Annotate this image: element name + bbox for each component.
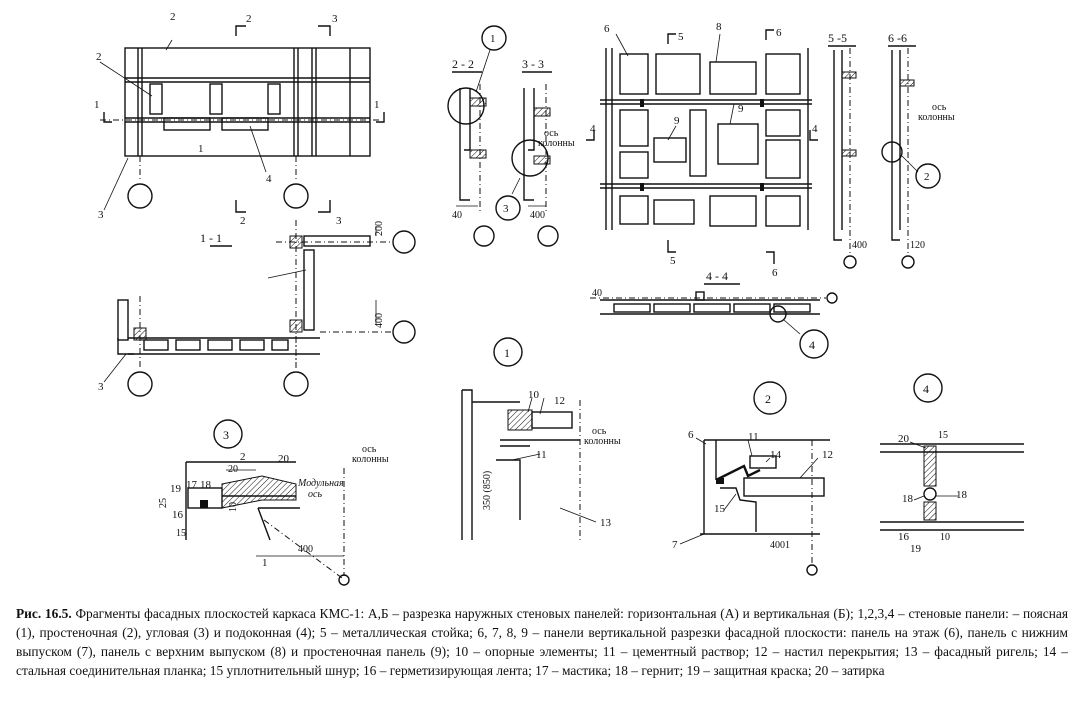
dim-40-4-4: 40	[592, 288, 602, 299]
sections-5-5-6-6: 5 -5 6 -6 2 ось колонны 400 120	[828, 31, 955, 269]
node-4-title: 4	[923, 382, 929, 396]
label-section-1-right: 1	[374, 99, 380, 111]
label-10: 10	[528, 389, 540, 401]
title-section-5-5: 5 -5	[828, 31, 847, 45]
title-section-6-6: 6 -6	[888, 31, 907, 45]
label-section-5: 5	[678, 31, 684, 43]
label-pier-panel: 2	[96, 51, 102, 63]
axis-label-n1-b: колонны	[584, 436, 621, 447]
callout-3: 3	[503, 203, 509, 215]
title-section-1-1: 1 - 1	[200, 231, 222, 245]
callout-2: 2	[924, 171, 930, 183]
caption-label: Рис. 16.5.	[16, 606, 72, 621]
axis-label-6-b: колонны	[918, 112, 955, 123]
label-section-5-bottom: 5	[670, 255, 676, 267]
axis-label-n3-a: ось	[362, 444, 377, 455]
facade-horizontal-layout: 2 2 3 2 1 1 1 4 3 2 3	[94, 11, 385, 227]
dim-40-2-2: 40	[452, 210, 462, 221]
label-19-node3: 19	[170, 483, 182, 495]
label-section-1: 1	[94, 99, 100, 111]
label-18-node4-left: 18	[902, 493, 914, 505]
node-1-title: 1	[504, 346, 510, 360]
label-8: 8	[716, 21, 722, 33]
node-1-detail: 1 10 12 11 13 ось колонны 350 (850)	[461, 337, 621, 540]
label-section-3-bottom: 3	[336, 215, 342, 227]
modular-axis-label-a: Модульная	[297, 478, 344, 489]
label-sill-panel: 4	[266, 173, 272, 185]
label-section-6: 6	[776, 27, 782, 39]
dim-350: 350 (850)	[482, 471, 493, 510]
dim-120-6-6: 120	[910, 240, 925, 251]
label-20-node3-dim: 20	[228, 464, 238, 475]
dim-15: 15	[176, 528, 186, 539]
dim-10-node3: 10	[228, 502, 239, 512]
label-15: 15	[714, 503, 726, 515]
label-section-3: 3	[332, 13, 338, 25]
figure-caption: Рис. 16.5. Фрагменты фасадных плоскостей…	[16, 604, 1068, 680]
dim-400-3-3: 400	[530, 210, 545, 221]
section-4-4: 4 - 4 4 40	[590, 269, 838, 359]
title-section-2-2: 2 - 2	[452, 57, 474, 71]
label-section-6-bottom: 6	[772, 267, 778, 279]
label-6-node2: 6	[688, 429, 694, 441]
label-18-node4-right: 18	[956, 489, 968, 501]
dim-400-plan: 400	[374, 313, 385, 328]
label-20-node3: 20	[278, 453, 290, 465]
axis-label-b: колонны	[538, 138, 575, 149]
dim-10-node4: 10	[940, 532, 950, 543]
label-section-4-left: 4	[590, 123, 596, 135]
label-16-node3: 16	[172, 509, 184, 521]
label-9a: 9	[674, 115, 680, 127]
axis-label-n1-a: ось	[592, 426, 607, 437]
axis-label-n3-b: колонны	[352, 454, 389, 465]
label-7: 7	[672, 539, 678, 551]
dim-4001: 4001	[770, 540, 790, 551]
label-18-node3: 18	[200, 479, 212, 491]
title-section-4-4: 4 - 4	[706, 269, 728, 283]
label-belt-panel: 1	[198, 143, 204, 155]
node-4-detail: 4 20 18 18 16 19 10 15	[880, 373, 1024, 555]
callout-4: 4	[809, 338, 815, 352]
label-section-2-bottom: 2	[240, 215, 246, 227]
label-12-node2: 12	[822, 449, 833, 461]
label-6: 6	[604, 23, 610, 35]
label-9b: 9	[738, 103, 744, 115]
label-1-node3: 1	[262, 557, 268, 569]
sections-2-2-3-3: 2 - 2 3 - 3 1 3 40 400 ось колонны	[447, 25, 575, 247]
label-corner-panel: 3	[98, 209, 104, 221]
label-19-node4: 19	[910, 543, 922, 555]
label-13: 13	[600, 517, 612, 529]
dim-400-5-5: 400	[852, 240, 867, 251]
title-section-3-3: 3 - 3	[522, 57, 544, 71]
label-corner-panel-plan: 3	[98, 381, 104, 393]
facade-vertical-layout: 6 8 5 6 9 9 4 4 5 6	[586, 21, 818, 279]
label-16-node4: 16	[898, 531, 910, 543]
caption-text: Фрагменты фасадных плоскостей каркаса КМ…	[16, 606, 1068, 678]
node-3-title: 3	[223, 428, 229, 442]
node-3-detail: 3 2 20 20 19 17 18 16 15 25 10 Модульная…	[158, 419, 389, 586]
label-11-node2: 11	[748, 431, 759, 443]
label-20-node4: 20	[898, 433, 910, 445]
label-17: 17	[186, 479, 198, 491]
callout-1: 1	[490, 33, 496, 45]
label-2-node3: 2	[240, 451, 246, 463]
axis-label-a: ось	[544, 128, 559, 139]
modular-axis-label-b: ось	[308, 489, 322, 500]
dim-400-node3: 400	[298, 544, 313, 555]
label-12-node1: 12	[554, 395, 565, 407]
label-14: 14	[770, 449, 782, 461]
dim-200: 200	[374, 221, 385, 236]
dim-15-node4: 15	[938, 430, 948, 441]
node-2-detail: 2 6 11 14 12 15 7 4001	[672, 381, 833, 576]
facade-drawing: 2 2 3 2 1 1 1 4 3 2 3 1 - 1	[94, 11, 1024, 586]
section-1-1: 1 - 1 200 400 3	[98, 220, 416, 397]
label-section-4-right: 4	[812, 123, 818, 135]
node-2-title: 2	[765, 392, 771, 406]
label-11-node1: 11	[536, 449, 547, 461]
label-2: 2	[170, 11, 176, 23]
label-section-2: 2	[246, 13, 252, 25]
axis-label-6-a: ось	[932, 102, 947, 113]
dim-25: 25	[158, 498, 169, 508]
